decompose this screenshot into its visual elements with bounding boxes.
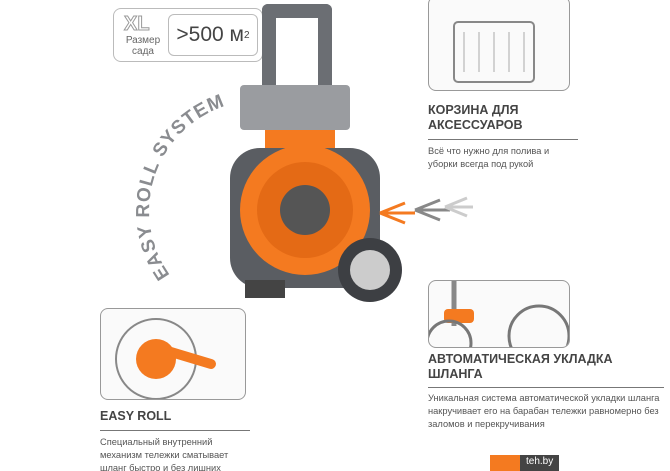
feature-text: Уникальная система автоматической укладк… [428,393,660,429]
feature-auto-winding: АВТОМАТИЧЕСКАЯ УКЛАДКА ШЛАНГА Уникальная… [428,352,664,431]
feature-text: Всё что нужно для полива и уборки всегда… [428,146,550,169]
feature-text: Специальный внутренний механизм тележки … [100,437,229,471]
hose-guide-detail-image [428,280,570,348]
watermark-text: teh.by [520,455,560,471]
divider [428,139,578,140]
motion-arrows [379,196,473,225]
feature-title: КОРЗИНА ДЛЯ АКСЕССУАРОВ [428,103,523,132]
feature-title: EASY ROLL [100,409,172,423]
size-class: XL [124,13,151,36]
easy-roll-system-label: EASY ROLL SYSTEM [133,91,227,284]
divider [428,387,664,388]
divider [100,430,250,431]
basket-detail-image [428,0,570,91]
feature-basket: КОРЗИНА ДЛЯ АКСЕССУАРОВ Всё что нужно дл… [428,103,578,171]
hose-reel-cart-image [230,4,402,302]
size-label: Размер сада [125,35,161,57]
feature-easy-roll: EASY ROLL Специальный внутренний механиз… [100,409,250,471]
easy-roll-mechanism-image [100,308,246,400]
watermark-logo [490,455,520,471]
feature-title: АВТОМАТИЧЕСКАЯ УКЛАДКА ШЛАНГА [428,352,613,381]
watermark: teh.by [490,455,560,471]
